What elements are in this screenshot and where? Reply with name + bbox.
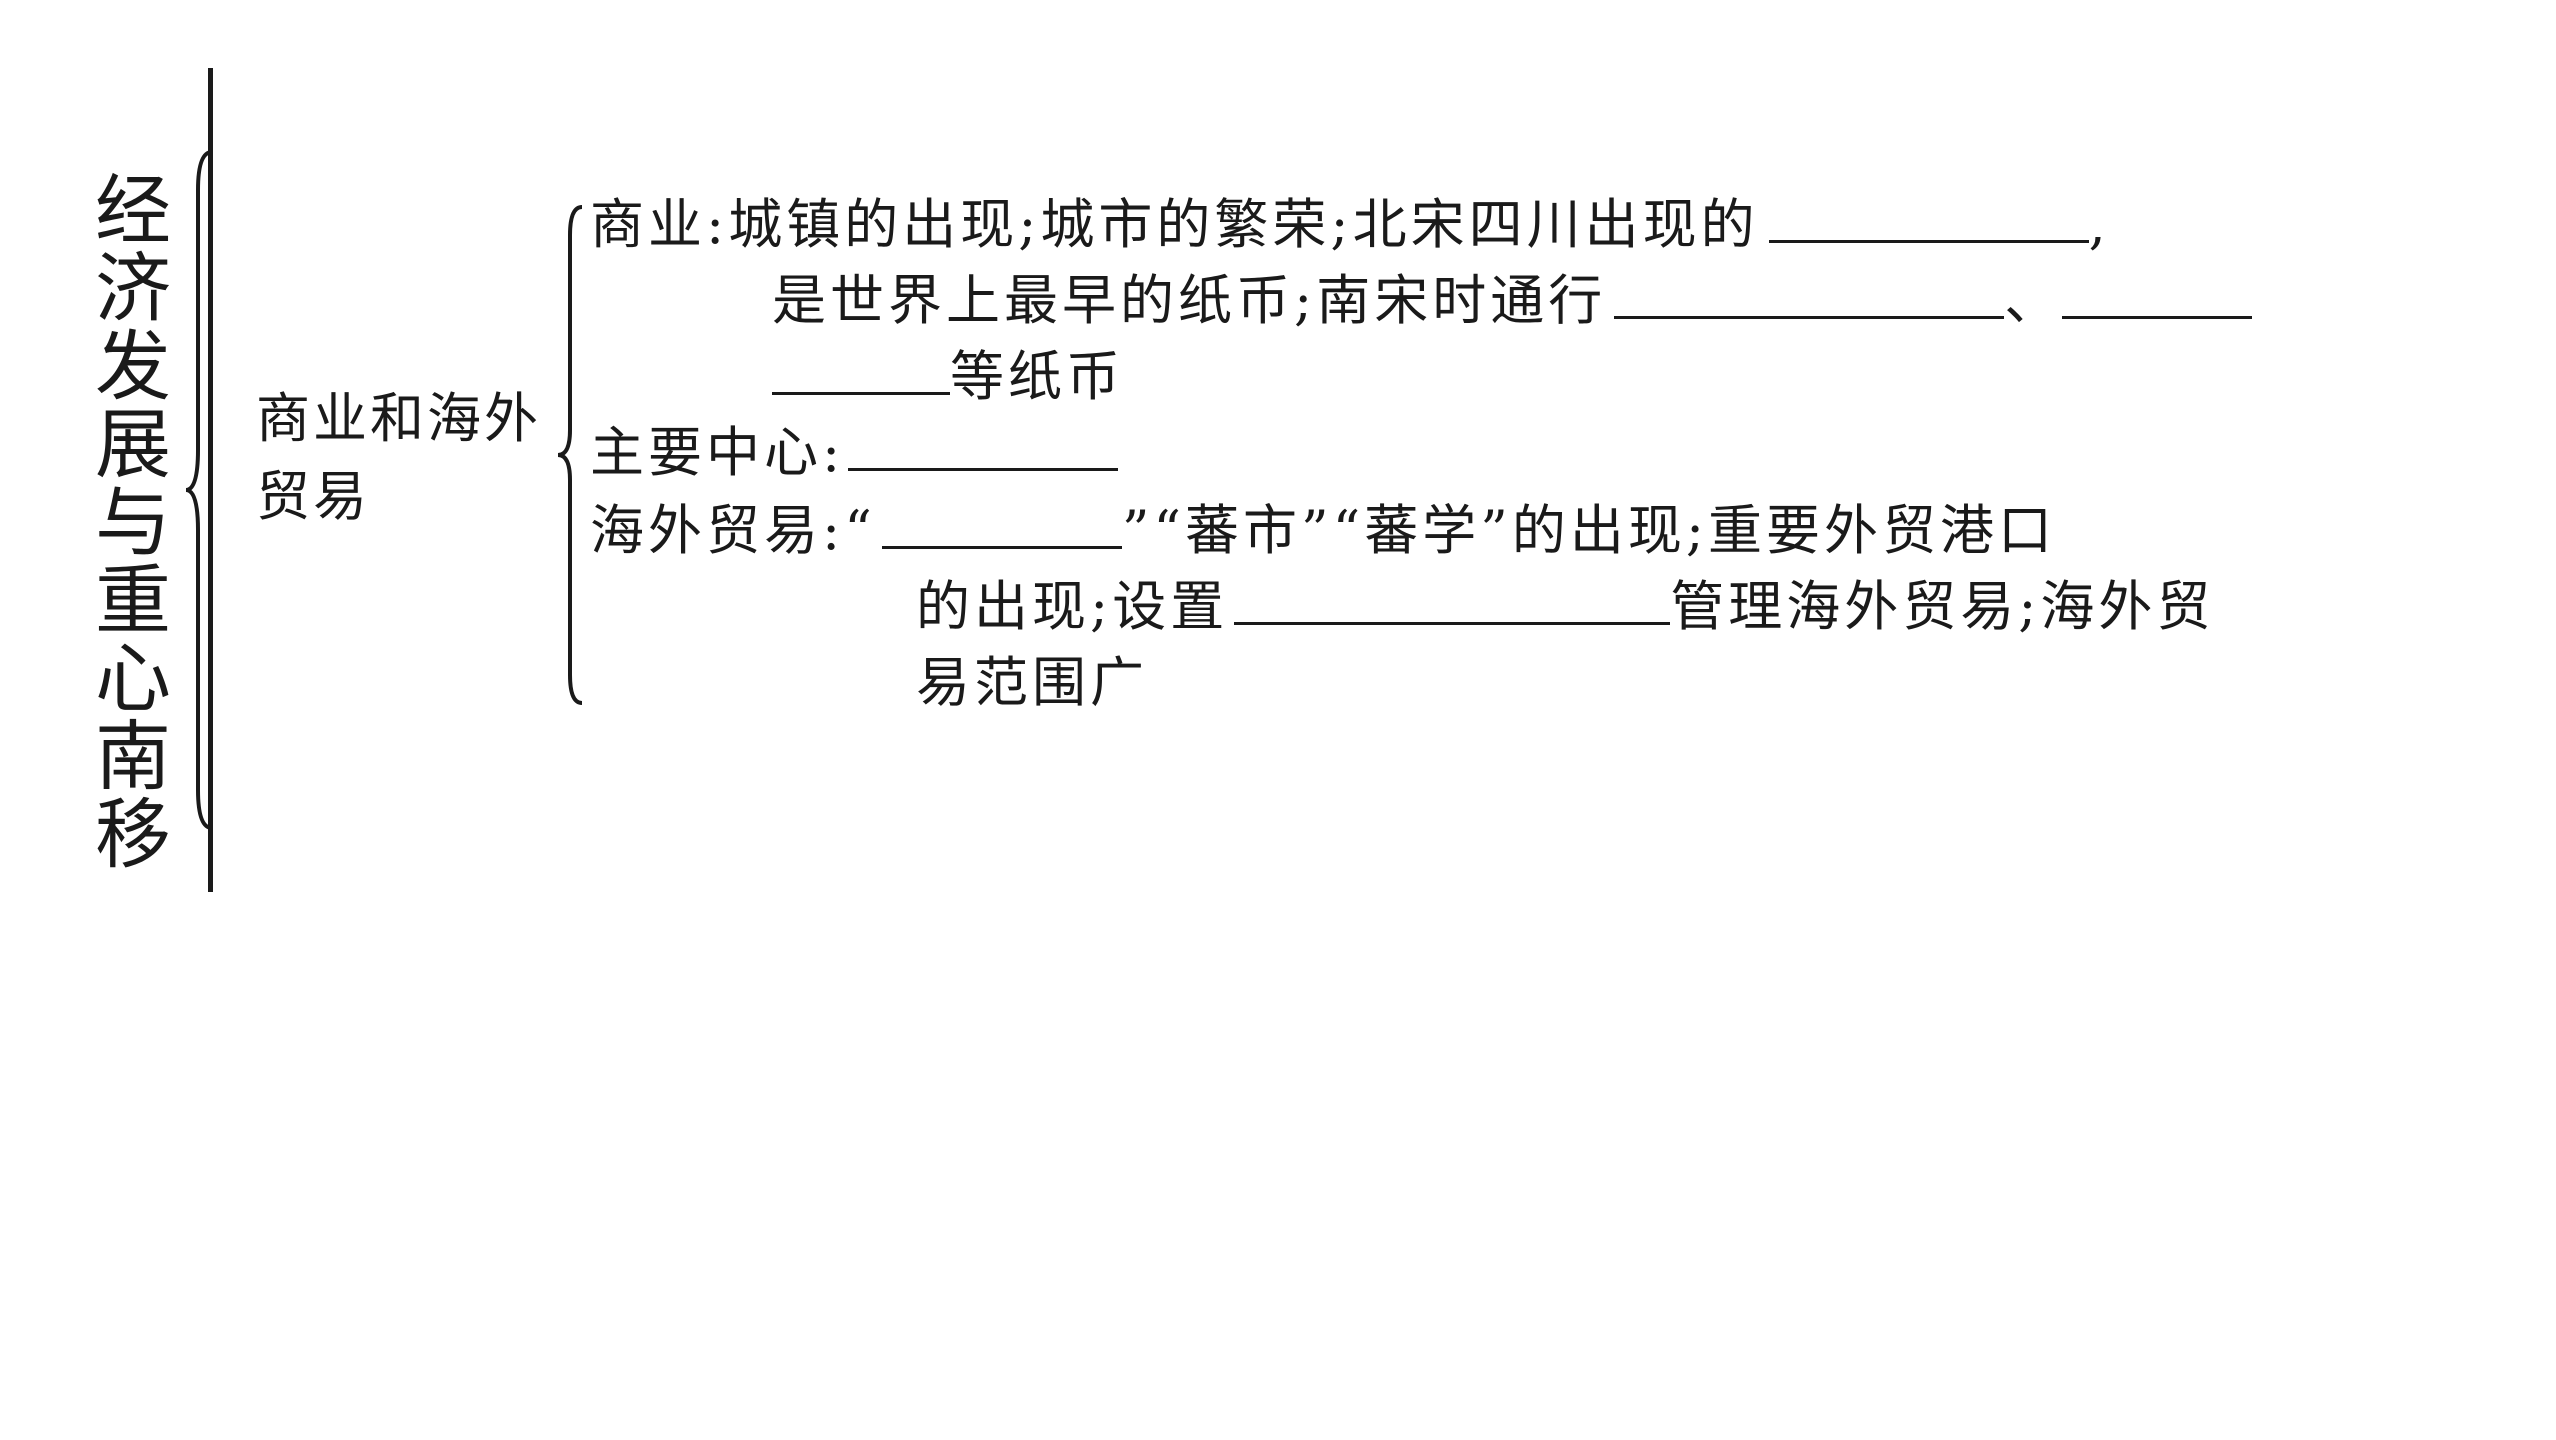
center-label: 主要中心:	[590, 421, 845, 484]
trade-label: 海外贸易:	[590, 499, 845, 562]
blank-commerce-center[interactable]	[848, 418, 1119, 471]
main-topic-brace	[185, 150, 213, 830]
commerce-text-1: 城镇的出现;城市的繁荣;北宋四川出现的	[728, 193, 1759, 256]
trade-line-1: 海外贸易:“ ”“蕃市”“蕃学”的出现;重要外贸港口	[590, 492, 2056, 570]
blank-sichuan-currency[interactable]	[1768, 190, 2089, 243]
center-line: 主要中心:	[590, 414, 1119, 492]
trade-text-2a: 的出现;设置	[916, 575, 1229, 638]
trade-text-1: ”“蕃市”“蕃学”的出现;重要外贸港口	[1121, 499, 2057, 562]
commerce-text-3: 等纸币	[950, 345, 1124, 408]
trade-open-quote: “	[844, 499, 876, 562]
commerce-label: 商业:	[590, 193, 729, 256]
commerce-line-3: 等纸币	[772, 338, 1124, 416]
commerce-text-2: 是世界上最早的纸币;南宋时通行	[772, 269, 1607, 332]
divider-line	[208, 68, 213, 892]
commerce-line-1: 商业:城镇的出现;城市的繁荣;北宋四川出现的,	[590, 186, 2110, 264]
blank-trade-office[interactable]	[1234, 572, 1671, 625]
subtopic-brace	[557, 205, 583, 705]
commerce-line-2: 是世界上最早的纸币;南宋时通行 、	[772, 262, 2253, 340]
subtopic-label: 商业和海外贸易	[256, 387, 541, 528]
commerce-comma: ,	[2088, 193, 2110, 256]
trade-text-3: 易范围广	[916, 651, 1148, 714]
blank-southern-song-currency-2a[interactable]	[2062, 266, 2253, 319]
main-topic-title: 经济发展与重心南移	[95, 166, 171, 879]
blank-trade-term[interactable]	[881, 496, 1122, 549]
commerce-separator: 、	[2004, 269, 2063, 332]
blank-southern-song-currency-2b[interactable]	[772, 342, 950, 395]
blank-southern-song-currency-1[interactable]	[1614, 266, 2005, 319]
trade-line-3: 易范围广	[916, 644, 1148, 722]
trade-line-2: 的出现;设置 管理海外贸易;海外贸	[916, 568, 2214, 646]
trade-text-2b: 管理海外贸易;海外贸	[1670, 575, 2215, 638]
